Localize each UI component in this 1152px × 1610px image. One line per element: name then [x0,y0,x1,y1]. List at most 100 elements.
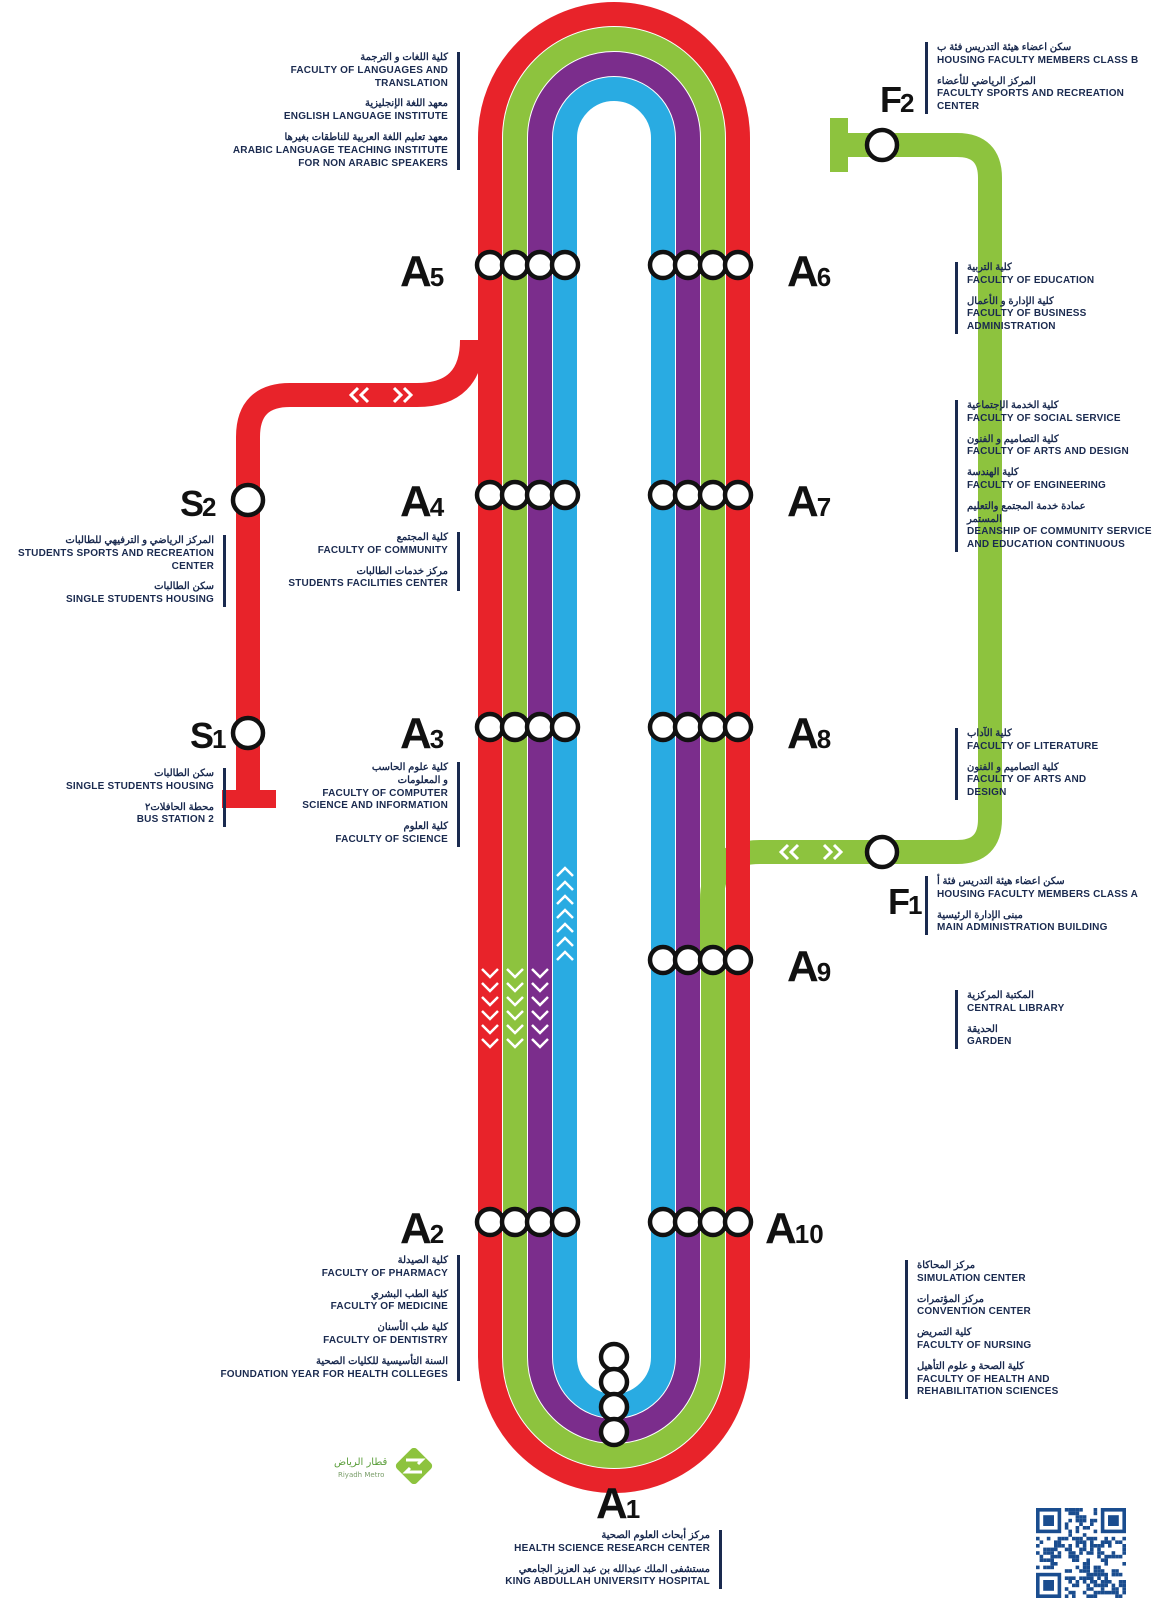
station-a6-stop[interactable] [697,249,729,281]
station-a1-stop[interactable] [598,1416,630,1448]
station-label-line: كلية طب الأسنان [377,1322,448,1334]
loop-down-arrow [481,1010,499,1021]
station-a3-stop[interactable] [474,711,506,743]
station-a1-stop[interactable] [598,1341,630,1373]
station-a5-stop[interactable] [549,249,581,281]
station-a5-stop[interactable] [499,249,531,281]
station-label-line: CONVENTION CENTER [917,1306,1031,1318]
station-a7-stop[interactable] [697,479,729,511]
red-line-branch [236,339,484,795]
station-a1-stop[interactable] [598,1366,630,1398]
green-line-loop [503,27,725,1468]
blue-line-arrow [556,950,574,961]
loop-down-arrow [531,968,549,979]
loop-down-arrow [506,1010,524,1021]
station-a9-stop[interactable] [697,944,729,976]
station-f1-name: F1 [888,881,923,922]
station-label-line: معهد اللغة الإنجليزية [364,98,448,110]
station-label-line: HEALTH SCIENCE RESEARCH CENTER [514,1542,710,1554]
station-a3-stop[interactable] [524,711,556,743]
station-a10-stop[interactable] [672,1206,704,1238]
station-label-line: كلية التمريض [917,1327,972,1339]
station-a6-stop[interactable] [647,249,679,281]
station-a9-stop[interactable] [672,944,704,976]
station-a5-name: A5 [400,247,445,296]
blue-line-arrow [556,908,574,919]
station-s2-stop[interactable] [230,482,266,518]
station-a10-stop[interactable] [722,1206,754,1238]
station-a8-stop[interactable] [697,711,729,743]
station-a1-name: A1 [596,1479,641,1528]
station-a9-stop[interactable] [647,944,679,976]
station-label-line: FACULTY OF BUSINESS [967,308,1087,320]
station-label-line: و المعلومات [397,774,448,786]
station-label-line: FACULTY OF SOCIAL SERVICE [967,412,1121,424]
station-label-line: CENTRAL LIBRARY [967,1002,1065,1014]
station-label-line: FACULTY OF LANGUAGES AND [290,64,448,76]
station-a7-stop[interactable] [722,479,754,511]
station-a8-stop[interactable] [647,711,679,743]
station-label-line: الحديقة [967,1023,998,1035]
loop-down-arrow [531,1024,549,1035]
station-label-line: المركز الرياضي و الترفيهي للطالبات [65,535,214,546]
station-a4-stop[interactable] [499,479,531,511]
qr-code[interactable] [1036,1508,1126,1598]
blue-line-arrow [556,866,574,877]
station-label-line: ADMINISTRATION [967,321,1056,333]
station-a4-stop[interactable] [549,479,581,511]
station-a10-stop[interactable] [697,1206,729,1238]
station-a8-stop[interactable] [672,711,704,743]
station-a2-stop[interactable] [524,1206,556,1238]
station-a6-name: A6 [787,247,832,296]
station-a2-stop[interactable] [474,1206,506,1238]
station-label-line: السنة التأسيسية للكليات الصحية [315,1355,448,1367]
station-label-line: معهد تعليم اللغة العربية للناطقات بغيرها [284,131,448,143]
station-a8-name: A8 [787,709,832,758]
station-a3-stop[interactable] [549,711,581,743]
station-label-line: عمادة خدمة المجتمع والتعليم [967,500,1086,512]
station-a9-stop[interactable] [722,944,754,976]
loop-down-arrow [531,1010,549,1021]
station-a1-stop[interactable] [598,1391,630,1423]
station-a2-stop[interactable] [499,1206,531,1238]
station-label-line: مركز المحاكاة [917,1260,976,1271]
loop-down-arrow [481,996,499,1007]
station-s1-stop[interactable] [230,715,266,751]
station-label-line: SINGLE STUDENTS HOUSING [66,594,214,606]
station-a8-stop[interactable] [722,711,754,743]
loop-down-arrow [531,982,549,993]
station-label-line: SCIENCE AND INFORMATION [302,800,448,812]
station-a3-stop[interactable] [499,711,531,743]
station-a2-name: A2 [400,1204,445,1253]
station-a5-stop[interactable] [474,249,506,281]
station-a10-stop[interactable] [647,1206,679,1238]
loop-down-arrow [481,1024,499,1035]
station-label-line: كلية الإدارة و الأعمال [967,295,1054,307]
station-a7-stop[interactable] [647,479,679,511]
station-f1-stop[interactable] [864,834,900,870]
station-label-line: TRANSLATION [374,77,448,89]
green-line-branch [700,133,1002,960]
station-a5-stop[interactable] [524,249,556,281]
blue-line-loop [553,77,675,1418]
station-label-line: سكن الطالبات [154,768,214,779]
station-a4-stop[interactable] [524,479,556,511]
s1-terminal-bar [222,790,276,808]
station-a4-stop[interactable] [474,479,506,511]
station-label-line: كلية علوم الحاسب [371,762,448,773]
station-a7-stop[interactable] [672,479,704,511]
station-label-line: كلية اللغات و الترجمة [360,52,448,63]
station-a6-stop[interactable] [722,249,754,281]
station-label-line: REHABILITATION SCIENCES [917,1386,1059,1398]
station-f2-stop[interactable] [864,127,900,163]
station-label-line: SINGLE STUDENTS HOUSING [66,780,214,792]
station-f2-name: F2 [880,79,915,120]
station-a6-stop[interactable] [672,249,704,281]
station-a2-stop[interactable] [549,1206,581,1238]
